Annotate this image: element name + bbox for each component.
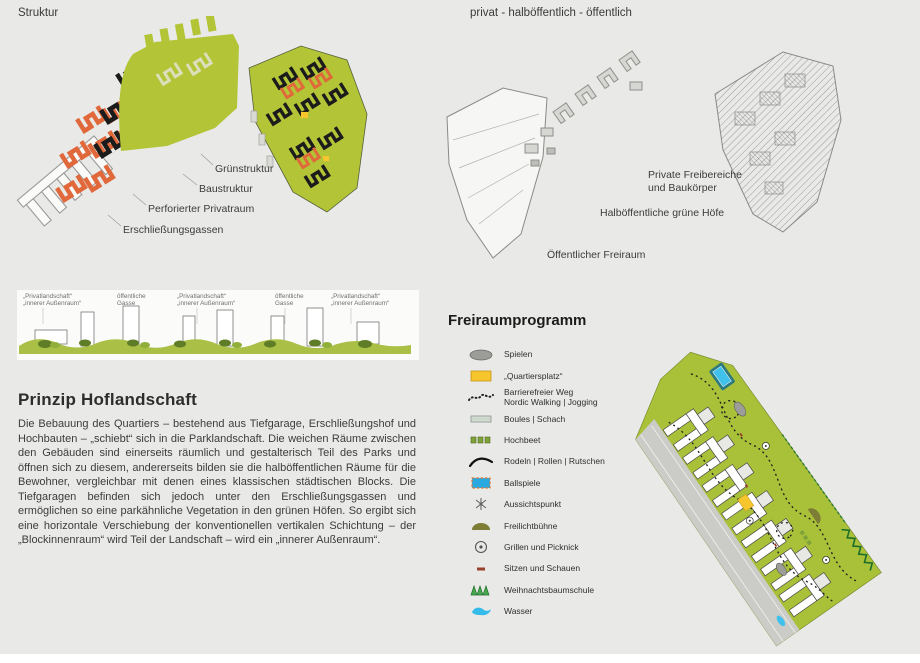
- christmas-tree-nursery: [841, 528, 874, 571]
- section-label-3-line1: öffentliche: [275, 293, 304, 300]
- combined-structure-diagram: [248, 45, 368, 213]
- water-on-plan: [776, 615, 786, 627]
- benches-on-plan: [739, 432, 778, 547]
- legend-item-sitzen: Sitzen und Schauen: [458, 558, 643, 579]
- legend-label: Grillen und Picknick: [504, 541, 579, 552]
- quartiersplatz-on-plan: [737, 493, 755, 512]
- prinzip-heading: Prinzip Hoflandschaft: [18, 390, 197, 409]
- legend-label: „Quartiersplatz“: [504, 370, 563, 381]
- stage-on-plan: [807, 508, 821, 525]
- legend-label: Rodeln | Rollen | Rutschen: [504, 456, 605, 467]
- site-section-drawing: „Privatlandschaft“ „innerer Außenraum“ ö…: [17, 290, 419, 360]
- section-label-4-line2: „innerer Außenraum“: [331, 300, 389, 307]
- label-gruenstruktur: Grünstruktur: [215, 163, 274, 175]
- label-und-baukoerper: und Baukörper: [648, 182, 717, 194]
- section-label-0-line2: „innerer Außenraum“: [23, 300, 81, 307]
- section-label-3-line2: Gasse: [275, 300, 294, 307]
- legend-label: Hochbeet: [504, 434, 541, 445]
- legend-item-weihnachtsbaumschule: Weihnachtsbaumschule: [458, 579, 643, 600]
- freiraum-legend: Spielen „Quartiersplatz“ Barrierefreier …: [458, 344, 643, 622]
- play-area-on-plan: [775, 562, 787, 576]
- open-air-stage-icon: [458, 518, 504, 534]
- legend-label: Spielen: [504, 349, 533, 360]
- label-oeffentlicher-freiraum: Öffentlicher Freiraum: [547, 249, 646, 261]
- label-baustruktur: Baustruktur: [199, 183, 253, 195]
- water-pool: [709, 362, 735, 391]
- legend-label: Freilichtbühne: [504, 520, 558, 531]
- ball-field-icon: [458, 475, 504, 491]
- access-road-band: [635, 419, 800, 646]
- legend-label: Barrierefreier Weg: [504, 386, 574, 397]
- raised-beds-icon: [458, 432, 504, 448]
- legend-label: Wasser: [504, 606, 533, 617]
- legend-label: Weihnachtsbaumschule: [504, 584, 595, 595]
- legend-label: Boules | Schach: [504, 413, 566, 424]
- green-edge-band: [781, 434, 846, 523]
- struktur-section-title: Struktur: [18, 7, 59, 19]
- section-label-0-line1: „Privatlandschaft“: [23, 293, 72, 300]
- legend-item-hochbeet: Hochbeet: [458, 430, 643, 451]
- section-bushes-light: [50, 342, 332, 348]
- water-icon: [458, 603, 504, 619]
- private-areas-hatched-shape: [714, 51, 842, 233]
- building-blocks: [662, 406, 832, 618]
- legend-item-wasser: Wasser: [458, 601, 643, 622]
- section-label-2-line1: „Privatlandschaft“: [177, 293, 226, 300]
- zonierung-diagram: Private Freibereiche und Baukörper Halbö…: [446, 50, 842, 261]
- section-label-2-line2: „innerer Außenraum“: [177, 300, 235, 307]
- bench-icon: [458, 561, 504, 577]
- public-open-space-shape: [446, 87, 548, 259]
- label-private-freibereiche: Private Freibereiche: [648, 169, 742, 181]
- legend-label: Aussichtspunkt: [504, 499, 562, 510]
- boules-court-icon: [458, 411, 504, 427]
- raised-beds-on-plan: [799, 529, 812, 546]
- section-bushes: [38, 339, 372, 348]
- legend-label: Sitzen und Schauen: [504, 563, 581, 574]
- legend-item-barrierefreier-weg: Barrierefreier Weg Nordic Walking | Jogg…: [458, 387, 643, 408]
- bottom-margin-strip: [0, 654, 920, 663]
- semi-public-courtyards-shapes: [524, 50, 643, 167]
- sled-curve-icon: [458, 454, 504, 470]
- section-ground: [19, 339, 411, 354]
- legend-label: Ballspiele: [504, 477, 541, 488]
- legend-item-grillen: Grillen und Picknick: [458, 537, 643, 558]
- legend-item-aussichtspunkt: Aussichtspunkt: [458, 494, 643, 515]
- viewpoint-icon: [458, 496, 504, 512]
- dotted-path-icon: [458, 389, 504, 405]
- struktur-exploded-diagram: Grünstruktur Baustruktur Perforierter Pr…: [16, 16, 368, 236]
- legend-item-rodeln: Rodeln | Rollen | Rutschen: [458, 451, 643, 472]
- legend-item-quartiersplatz: „Quartiersplatz“: [458, 365, 643, 386]
- bbq-picnic-icon: [458, 539, 504, 555]
- legend-item-freilichtbuehne: Freilichtbühne: [458, 515, 643, 536]
- section-label-4-line1: „Privatlandschaft“: [331, 293, 380, 300]
- play-area-icon: [458, 347, 504, 363]
- quartiersplatz-icon: [458, 368, 504, 384]
- section-label-1-line2: Gasse: [117, 300, 136, 307]
- label-halboeffentliche-hoefe: Halböffentliche grüne Höfe: [600, 207, 724, 219]
- legend-label-line2: Nordic Walking | Jogging: [504, 397, 598, 408]
- christmas-trees-icon: [458, 582, 504, 598]
- label-erschliessungsgassen: Erschließungsgassen: [123, 224, 224, 236]
- legend-item-ballspiele: Ballspiele: [458, 472, 643, 493]
- gruenstruktur-layer: [119, 16, 239, 151]
- freiraum-heading: Freiraumprogramm: [448, 312, 587, 329]
- legend-item-spielen: Spielen: [458, 344, 643, 365]
- label-perforierter-privatraum: Perforierter Privatraum: [148, 203, 254, 215]
- prinzip-body-text: Die Bebauung des Quartiers – bestehend a…: [18, 418, 416, 547]
- masterplan-drawing: [635, 351, 882, 647]
- section-label-1-line1: öffentliche: [117, 293, 146, 300]
- zonierung-section-title: privat - halböffentlich - öffentlich: [470, 7, 632, 19]
- play-area-on-plan: [733, 401, 747, 417]
- legend-item-boules: Boules | Schach: [458, 408, 643, 429]
